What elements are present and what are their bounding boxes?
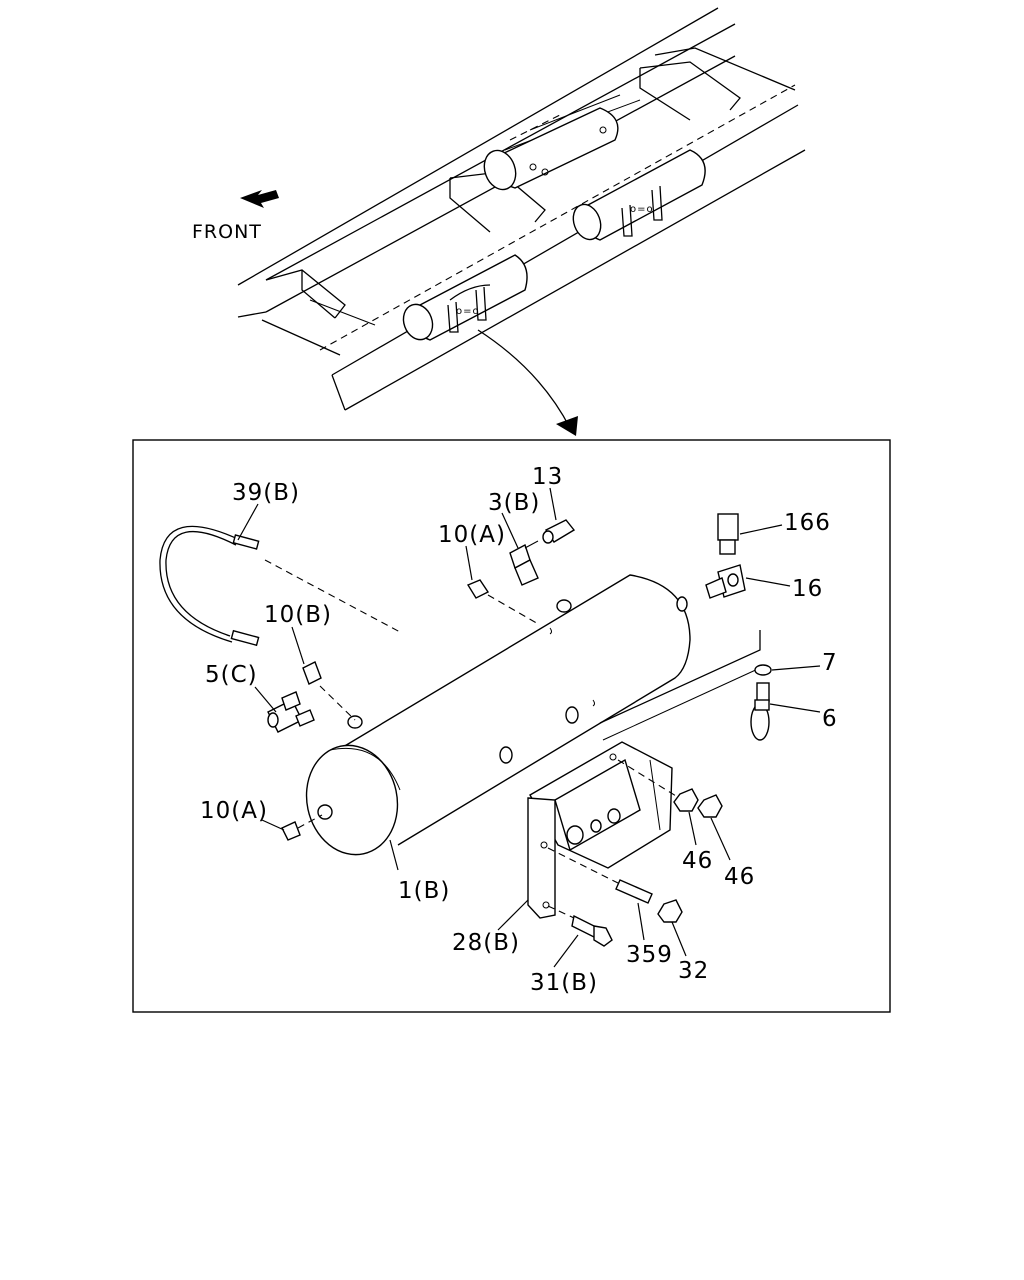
frame-side-rails — [237, 7, 806, 411]
elbow-3b — [509, 540, 539, 586]
callout-10a-end: 10(A) — [200, 798, 268, 824]
callout-166: 166 — [784, 510, 831, 536]
callout-6: 6 — [822, 706, 838, 732]
svg-text:o=o: o=o — [456, 306, 480, 317]
drain-cock-6 — [750, 682, 770, 741]
chassis-overview: o=o o=o FRONT — [192, 7, 806, 436]
frame-cross-members — [265, 47, 796, 326]
sensor-166 — [717, 513, 739, 555]
overview-tank-rear: o=o — [572, 149, 706, 241]
bolt-359 — [547, 847, 653, 904]
drain-pipe — [599, 630, 761, 741]
svg-text:o=o: o=o — [630, 204, 654, 215]
tee-5c — [267, 691, 315, 733]
callout-46-right: 46 — [724, 864, 755, 890]
front-arrow-icon — [240, 190, 279, 208]
nuts-46 — [617, 759, 723, 818]
plug-10b — [302, 661, 356, 721]
detail-frame — [132, 439, 891, 1013]
callout-359: 359 — [626, 942, 673, 968]
nut-32 — [657, 899, 683, 923]
callout-32: 32 — [678, 958, 709, 984]
callout-13: 13 — [532, 464, 563, 490]
callout-39b: 39(B) — [232, 480, 300, 506]
overview-tank-middle — [483, 107, 619, 191]
callout-10b: 10(B) — [264, 602, 332, 628]
bolt-31b — [547, 905, 613, 947]
detail-pointer-line — [477, 329, 571, 429]
overview-tank-front: o=o — [402, 254, 528, 341]
callout-7: 7 — [822, 650, 838, 676]
air-hose — [159, 525, 401, 647]
callout-16: 16 — [792, 576, 823, 602]
callout-28b: 28(B) — [452, 930, 520, 956]
air-tank — [305, 574, 691, 856]
callout-46-left: 46 — [682, 848, 713, 874]
front-direction-label: FRONT — [192, 221, 262, 243]
washer-7 — [754, 664, 772, 676]
callout-10a-top: 10(A) — [438, 522, 506, 548]
plug-10a-end — [281, 814, 323, 841]
plug-10a-top — [466, 579, 541, 626]
tank-bracket — [527, 741, 673, 919]
fitting-13 — [542, 519, 576, 544]
callout-31b: 31(B) — [530, 970, 598, 996]
callout-1b: 1(B) — [398, 878, 450, 904]
detail-pointer-arrowhead — [556, 416, 578, 436]
callout-3b: 3(B) — [488, 490, 540, 516]
callout-leaders — [237, 487, 821, 968]
callout-5c: 5(C) — [205, 662, 258, 688]
elbow-16 — [705, 564, 746, 599]
